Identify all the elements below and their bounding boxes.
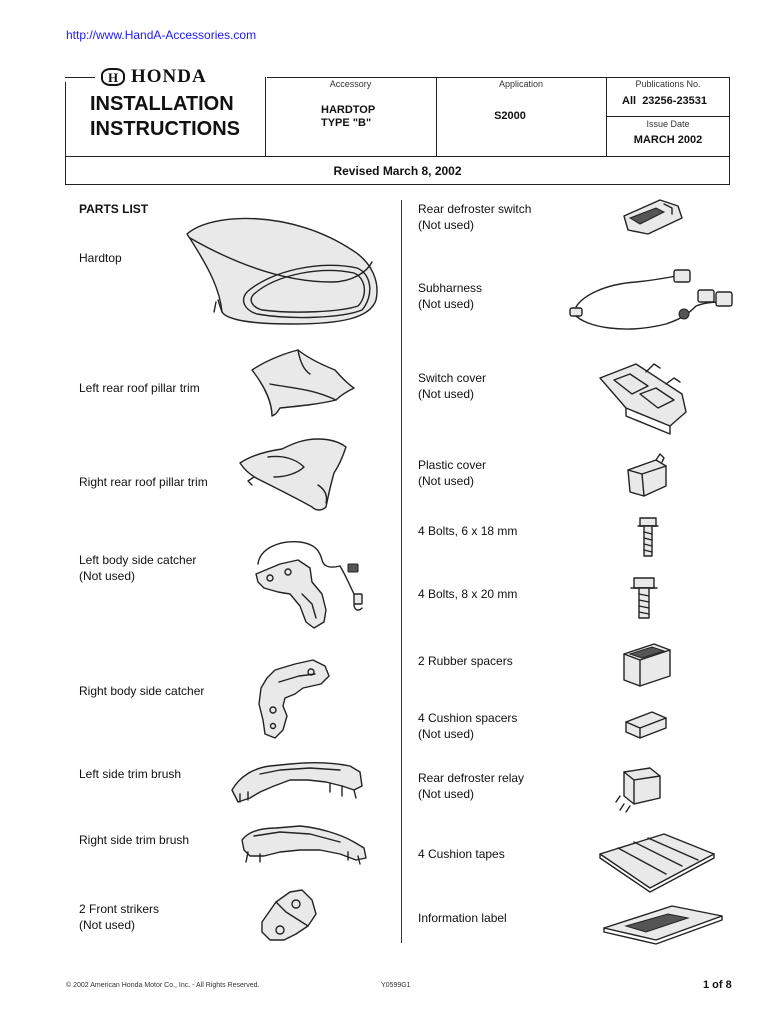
right-side-trim-brush-illustration [241, 825, 367, 865]
accessory-value: HARDTOP TYPE "B" [265, 104, 436, 130]
part-hardtop: Hardtop [79, 251, 122, 265]
application-value: S2000 [494, 110, 526, 122]
application-label: Application [498, 79, 544, 89]
part-rear-defroster-relay: Rear defroster relay(Not used) [418, 771, 525, 801]
plastic-cover-illustration [627, 453, 667, 497]
issue-value: MARCH 2002 [633, 134, 703, 146]
title-line-2: INSTRUCTIONS [90, 118, 240, 140]
parts-list-title: PARTS LIST [79, 202, 149, 216]
header-bottom-rule [65, 156, 730, 157]
part-cushion-tapes: 4 Cushion tapes [418, 847, 505, 861]
publication-prefix: All [622, 95, 637, 107]
website-link[interactable]: http://www.HandA-Accessories.com [66, 28, 257, 42]
column-divider [401, 200, 402, 943]
page-number: 1 of 8 [703, 979, 732, 991]
hardtop-illustration [186, 217, 378, 325]
part-cushion-spacers: 4 Cushion spacers(Not used) [418, 711, 518, 741]
cushion-spacer-illustration [625, 711, 667, 739]
left-side-trim-brush-illustration [231, 761, 363, 803]
rear-defroster-relay-illustration [615, 767, 661, 813]
front-striker-illustration [261, 889, 317, 941]
part-bolts-6x18: 4 Bolts, 6 x 18 mm [418, 524, 518, 538]
part-switch-cover: Switch cover(Not used) [418, 371, 487, 401]
part-information-label: Information label [418, 911, 507, 925]
accessory-label: Accessory [329, 79, 372, 89]
honda-logo: H HONDA [95, 66, 267, 87]
part-left-body-side-catcher: Left body side catcher(Not used) [79, 553, 197, 583]
switch-cover-illustration [599, 363, 687, 435]
accessory-line-2: TYPE "B" [321, 117, 372, 129]
header-divider-2 [436, 77, 437, 156]
bolt-6x18-illustration [637, 517, 659, 557]
right-rear-roof-pillar-trim-illustration [239, 438, 347, 511]
footer-code: Y0599G1 [381, 982, 411, 989]
part-subharness: Subharness(Not used) [418, 281, 483, 311]
publication-issue-rule [606, 116, 730, 117]
publication-value: All 23256-23531 [622, 95, 730, 107]
left-body-side-catcher-illustration [255, 541, 363, 629]
part-left-rear-roof-pillar-trim: Left rear roof pillar trim [79, 381, 200, 395]
publication-number: 23256-23531 [642, 95, 708, 107]
part-left-side-trim-brush: Left side trim brush [79, 767, 182, 781]
left-rear-roof-pillar-trim-illustration [251, 349, 355, 417]
header-divider-1 [265, 77, 266, 156]
honda-h-mark-icon: H [101, 68, 125, 86]
issue-label: Issue Date [646, 119, 690, 129]
publication-label: Publications No. [635, 79, 701, 89]
header-rule-left [65, 77, 95, 78]
part-rubber-spacers: 2 Rubber spacers [418, 654, 513, 668]
part-plastic-cover: Plastic cover(Not used) [418, 458, 487, 488]
part-right-side-trim-brush: Right side trim brush [79, 833, 190, 847]
part-front-strikers: 2 Front strikers(Not used) [79, 902, 160, 932]
information-label-illustration [603, 905, 723, 945]
rear-defroster-switch-illustration [623, 199, 683, 235]
part-rear-defroster-switch: Rear defroster switch(Not used) [418, 202, 532, 232]
part-bolts-8x20: 4 Bolts, 8 x 20 mm [418, 587, 518, 601]
right-body-side-catcher-illustration [258, 659, 330, 739]
accessory-line-1: HARDTOP [321, 104, 376, 116]
cushion-tapes-illustration [599, 833, 715, 893]
footer-copyright: © 2002 American Honda Motor Co., Inc. - … [66, 982, 260, 989]
bolt-8x20-illustration [630, 577, 658, 619]
subharness-illustration [569, 269, 733, 330]
title-line-1: INSTALLATION [90, 93, 234, 115]
part-right-rear-roof-pillar-trim: Right rear roof pillar trim [79, 475, 208, 489]
document-title: INSTALLATION INSTRUCTIONS [90, 92, 240, 142]
honda-wordmark: HONDA [131, 66, 207, 87]
part-right-body-side-catcher: Right body side catcher [79, 684, 205, 698]
header-box [65, 77, 730, 185]
revised-date: Revised March 8, 2002 [333, 164, 462, 178]
rubber-spacer-illustration [623, 643, 671, 687]
